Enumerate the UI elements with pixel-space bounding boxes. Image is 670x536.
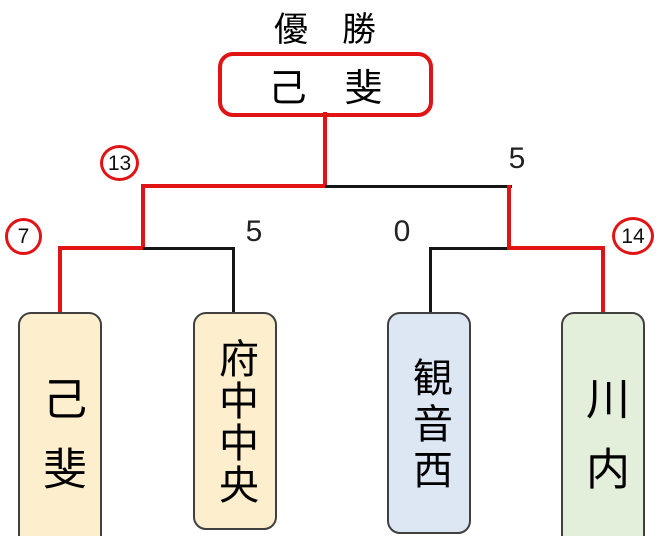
final-winner-score: 13 — [107, 151, 132, 175]
team-name: 川内 — [578, 376, 629, 516]
team-name: 府中中央 — [212, 338, 258, 506]
semifinal-right-winner-drop-line — [601, 246, 605, 314]
team-name: 己斐 — [35, 376, 86, 516]
final-bar-winner-line — [141, 184, 327, 188]
final-bar-loser-line — [325, 185, 512, 188]
semifinal-left-loser-score: 5 — [245, 215, 263, 248]
semifinal-left-winner-drop-line — [58, 246, 62, 314]
final-right-drop-line — [507, 185, 511, 250]
final-loser-score: 5 — [508, 142, 526, 175]
semifinal-right-loser-score: 0 — [393, 215, 411, 248]
semifinal-right-winner-score: 14 — [621, 224, 645, 248]
semifinal-left-winner-score-badge: 7 — [5, 218, 42, 255]
champion-name: 己 斐 — [268, 66, 383, 110]
semifinal-right-winner-score-badge: 14 — [612, 217, 654, 255]
team-box-fuchu-chuo: 府中中央 — [193, 312, 277, 530]
champion-drop-line — [323, 112, 327, 186]
semifinal-right-bar-winner-line — [507, 246, 605, 250]
semifinal-right-bar-loser-line — [429, 247, 510, 250]
team-name: 観音西 — [406, 357, 452, 495]
champion-box: 己 斐 — [218, 52, 433, 117]
semifinal-left-winner-score: 7 — [17, 225, 30, 248]
team-box-kannon-nishi: 観音西 — [387, 312, 471, 534]
semifinal-left-bar-winner-line — [58, 246, 145, 250]
semifinal-left-bar-loser-line — [143, 247, 235, 250]
semifinal-left-loser-drop-line — [232, 247, 235, 314]
final-winner-score-badge: 13 — [100, 145, 139, 181]
champion-title: 優 勝 — [274, 10, 376, 50]
final-left-drop-line — [141, 184, 145, 250]
semifinal-right-loser-drop-line — [429, 247, 432, 314]
team-box-koi: 己斐 — [18, 312, 102, 536]
team-box-kawauchi: 川内 — [561, 312, 645, 536]
